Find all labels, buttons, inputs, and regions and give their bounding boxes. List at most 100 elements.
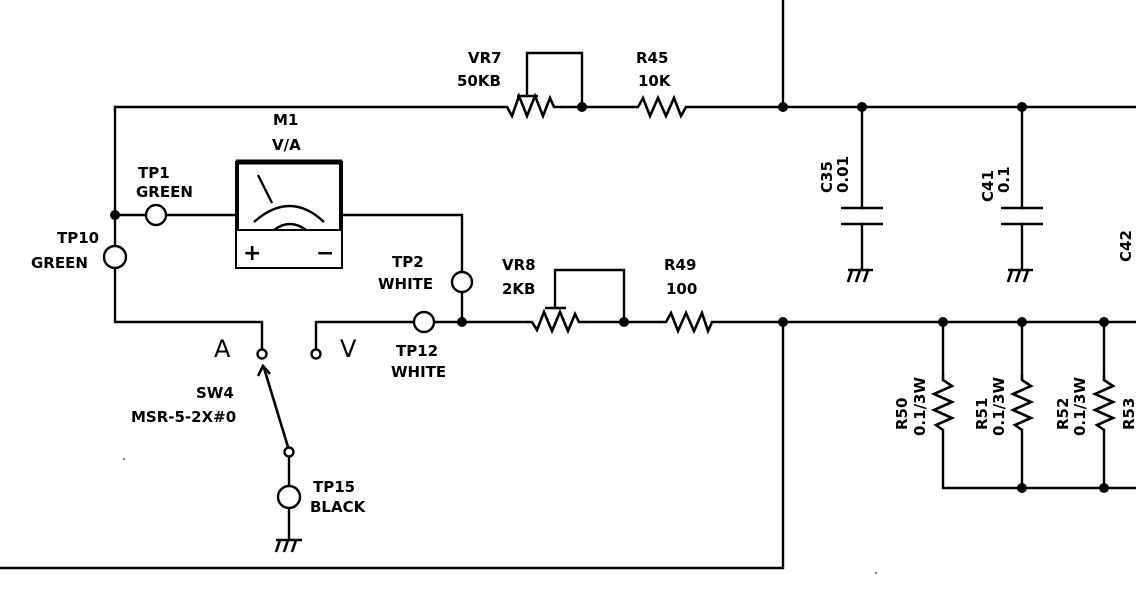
tp12-test-point-icon bbox=[412, 310, 436, 334]
wires bbox=[0, 0, 1136, 570]
c41-ref: C41 bbox=[979, 170, 997, 202]
r49-value: 100 bbox=[666, 280, 697, 298]
junctions bbox=[110, 102, 1109, 493]
r49-ref: R49 bbox=[664, 256, 696, 274]
tp15-test-point-icon bbox=[276, 484, 302, 510]
tp10-test-point-icon bbox=[102, 244, 128, 270]
tp15-ref: TP15 bbox=[313, 478, 355, 496]
tp2-color: WHITE bbox=[378, 275, 433, 293]
tp1-color: GREEN bbox=[136, 183, 193, 201]
meter-m1: M1 V/A + − bbox=[235, 111, 343, 269]
c35-value: 0.01 bbox=[834, 156, 852, 193]
junction-dot bbox=[619, 317, 629, 327]
c41: C41 0.1 bbox=[979, 166, 1043, 283]
r51-value: 0.1/3W bbox=[990, 377, 1008, 436]
vr8-value: 2KB bbox=[502, 280, 536, 298]
r49-resistor-symbol bbox=[660, 309, 714, 335]
junction-dot bbox=[857, 102, 867, 112]
r52-ref: R52 bbox=[1054, 398, 1072, 430]
wire-vr8-wiper bbox=[553, 268, 626, 324]
r50: R50 0.1/3W bbox=[893, 375, 956, 436]
r49: R49 100 bbox=[660, 256, 714, 335]
sw4-ref: SW4 bbox=[196, 384, 234, 402]
tp10: TP10 GREEN bbox=[31, 229, 128, 272]
r53-ref-partial: R53 bbox=[1120, 398, 1136, 430]
tp12: TP12 WHITE bbox=[391, 310, 446, 381]
m1-plus-terminal: + bbox=[243, 241, 261, 266]
vr8-ref: VR8 bbox=[502, 256, 536, 274]
sw4-common-contact bbox=[283, 446, 295, 458]
c35-capacitor-symbol bbox=[841, 206, 883, 226]
tp1-ref: TP1 bbox=[138, 164, 170, 182]
vr7-ref: VR7 bbox=[468, 49, 502, 67]
r50-resistor-symbol bbox=[930, 375, 956, 432]
r51-resistor-symbol bbox=[1009, 375, 1035, 432]
tp15: TP15 BLACK bbox=[274, 478, 367, 553]
m1-scale-arc-inner bbox=[273, 222, 307, 231]
junction-dot bbox=[778, 317, 788, 327]
tp10-color: GREEN bbox=[31, 254, 88, 272]
r52-resistor-symbol bbox=[1091, 375, 1117, 432]
tp2-test-point-icon bbox=[450, 270, 474, 294]
tp1-test-point-icon bbox=[144, 203, 168, 227]
r50-ref: R50 bbox=[893, 398, 911, 430]
r45: R45 10K bbox=[632, 49, 688, 120]
junction-dot bbox=[938, 317, 948, 327]
c35: C35 0.01 bbox=[818, 156, 883, 283]
vr8: VR8 2KB bbox=[502, 256, 587, 335]
junction-dot bbox=[1017, 483, 1027, 493]
r53: R53 bbox=[1120, 398, 1136, 430]
vr7: VR7 50KB bbox=[457, 49, 562, 120]
junction-dot bbox=[1099, 317, 1109, 327]
sw4-lever-arrowhead bbox=[256, 363, 271, 377]
wire-vr7-wiper bbox=[525, 51, 584, 109]
r52-value: 0.1/3W bbox=[1071, 377, 1089, 436]
sw4-lever bbox=[262, 367, 290, 448]
wire-r50 bbox=[941, 320, 1136, 490]
m1-ref: M1 bbox=[273, 111, 298, 129]
sw4-contact-a bbox=[256, 348, 268, 360]
switch-sw4: A V SW4 MSR-5-2X#0 bbox=[131, 335, 357, 458]
tp10-ref: TP10 bbox=[57, 229, 99, 247]
c42-ref: C42 bbox=[1117, 230, 1135, 262]
ground-icon bbox=[846, 268, 873, 283]
tp1: TP1 GREEN bbox=[136, 164, 193, 227]
m1-needle bbox=[256, 174, 274, 204]
r45-resistor-symbol bbox=[632, 94, 688, 120]
junction-dot bbox=[457, 317, 467, 327]
m1-scale-arc-outer bbox=[253, 204, 325, 223]
junction-dot bbox=[110, 210, 120, 220]
ground-icon bbox=[274, 538, 302, 553]
sw4-pos-a: A bbox=[214, 335, 231, 363]
junction-dot bbox=[778, 102, 788, 112]
c41-value: 0.1 bbox=[995, 166, 1013, 193]
r50-value: 0.1/3W bbox=[911, 377, 929, 436]
wire-v-tp12 bbox=[314, 320, 529, 350]
m1-body bbox=[235, 161, 343, 269]
wire-return-loop bbox=[0, 320, 785, 570]
vr7-value: 50KB bbox=[457, 72, 501, 90]
tp12-ref: TP12 bbox=[396, 342, 438, 360]
sw4-contact-v bbox=[310, 348, 322, 360]
tp2-ref: TP2 bbox=[392, 253, 424, 271]
sw4-part: MSR-5-2X#0 bbox=[131, 408, 236, 426]
m1-minus-terminal: − bbox=[316, 241, 334, 266]
junction-dot bbox=[1017, 317, 1027, 327]
sw4-pos-v: V bbox=[340, 335, 357, 363]
wire-left-vertical bbox=[113, 105, 264, 350]
r45-value: 10K bbox=[638, 72, 672, 90]
scan-speck bbox=[123, 458, 125, 460]
vr7-resistor-symbol bbox=[502, 92, 562, 120]
c35-ref: C35 bbox=[818, 161, 836, 193]
scan-speck bbox=[875, 572, 877, 574]
tp15-color: BLACK bbox=[310, 498, 367, 516]
c41-capacitor-symbol bbox=[1001, 206, 1043, 226]
r45-ref: R45 bbox=[636, 49, 668, 67]
tp2: TP2 WHITE bbox=[378, 253, 474, 294]
c42: C42 bbox=[1117, 230, 1135, 262]
r52: R52 0.1/3W bbox=[1054, 375, 1117, 436]
junction-dot bbox=[577, 102, 587, 112]
vr8-resistor-symbol bbox=[527, 308, 587, 335]
r51: R51 0.1/3W bbox=[973, 375, 1035, 436]
ground-icon bbox=[1006, 268, 1033, 283]
